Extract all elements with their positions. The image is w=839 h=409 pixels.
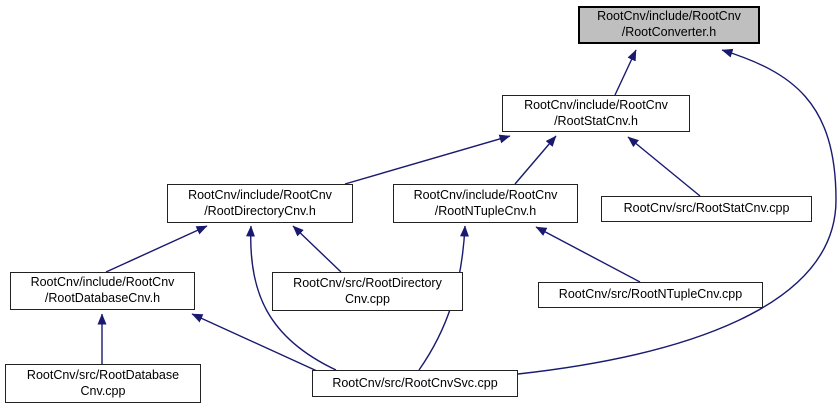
graph-node-root_ntuple_cnv_h[interactable]: RootCnv/include/RootCnv /RootNTupleCnv.h bbox=[393, 184, 578, 223]
graph-node-root_stat_cnv_cpp[interactable]: RootCnv/src/RootStatCnv.cpp bbox=[601, 196, 812, 222]
edge-root_directory_cnv_cpp-to-root_directory_cnv_h bbox=[292, 225, 342, 273]
edge-root_ntuple_cnv_h-to-root_stat_cnv_h bbox=[514, 135, 557, 185]
edge-root_database_cnv_h-to-root_directory_cnv_h bbox=[105, 225, 208, 273]
graph-node-root_ntuple_cnv_cpp[interactable]: RootCnv/src/RootNTupleCnv.cpp bbox=[538, 282, 763, 308]
graph-node-root_converter_h: RootCnv/include/RootCnv /RootConverter.h bbox=[578, 6, 760, 44]
graph-node-root_stat_cnv_h[interactable]: RootCnv/include/RootCnv /RootStatCnv.h bbox=[502, 95, 690, 132]
graph-node-root_cnv_svc_cpp[interactable]: RootCnv/src/RootCnvSvc.cpp bbox=[312, 370, 518, 397]
graph-node-root_directory_cnv_h[interactable]: RootCnv/include/RootCnv /RootDirectoryCn… bbox=[167, 184, 353, 223]
edge-root_stat_cnv_h-to-root_converter_h bbox=[614, 49, 637, 96]
graph-node-root_directory_cnv_cpp[interactable]: RootCnv/src/RootDirectory Cnv.cpp bbox=[272, 272, 463, 311]
edge-root_ntuple_cnv_cpp-to-root_ntuple_cnv_h bbox=[535, 226, 641, 283]
edge-root_directory_cnv_h-to-root_stat_cnv_h bbox=[344, 134, 511, 185]
graph-node-root_database_cnv_h[interactable]: RootCnv/include/RootCnv /RootDatabaseCnv… bbox=[10, 272, 195, 310]
graph-node-root_database_cnv_cpp[interactable]: RootCnv/src/RootDatabase Cnv.cpp bbox=[5, 364, 201, 403]
edge-root_cnv_svc_cpp-to-root_database_cnv_h bbox=[191, 313, 318, 372]
edge-root_stat_cnv_cpp-to-root_stat_cnv_h bbox=[627, 136, 701, 197]
